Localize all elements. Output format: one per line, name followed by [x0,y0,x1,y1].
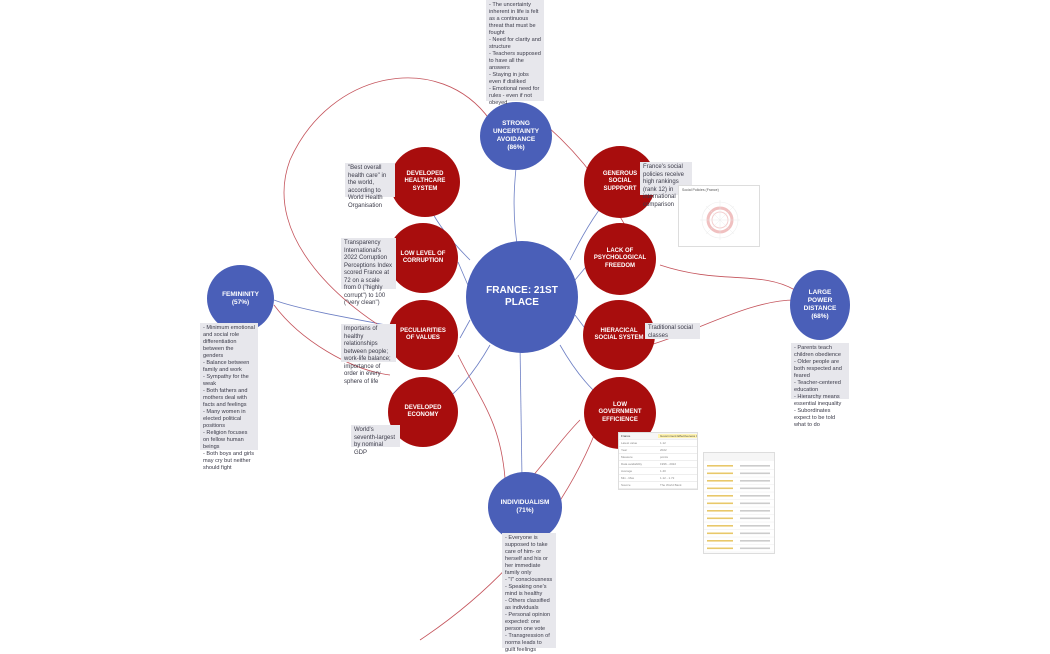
power-distance-node[interactable]: LARGE POWER DISTANCE (68%) [790,270,850,340]
indicator-row-label [707,487,733,490]
indicator-row-value [740,525,770,527]
table-cell: Measure [621,455,633,459]
healthcare-note: "Best overall health care" in the world,… [345,163,395,209]
indicator-row-value [740,487,770,490]
healthcare-label: DEVELOPED HEALTHCARE SYSTEM [404,171,446,192]
table-cell: Source [621,483,631,487]
corruption-node[interactable]: LOW LEVEL OF CORRUPTION [388,223,458,293]
economy-note: World's seventh-largest by nominal GDP [351,425,400,456]
table-cell: 2022 [660,448,667,452]
table-cell: points [660,455,669,459]
uncertainty-notes: - The uncertainty inherent in life is fe… [486,0,544,106]
table-cell: Min - Max [621,476,635,480]
government-effectiveness-table[interactable]: France Government Effectiveness Index | … [618,432,698,490]
social-system-note: Traditional social classes [645,323,700,339]
indicator-row-label [707,480,733,482]
indicator-row-value [740,472,770,475]
indicator-row-value [740,510,770,512]
individualism-notes: - Everyone is supposed to take care of h… [502,533,556,653]
indicator-row-label [707,540,733,542]
values-label: PECULIARITIES OF VALUES [400,327,446,341]
table-header-country: France [621,434,631,438]
indicator-row-value [740,547,770,550]
psychological-freedom-node[interactable]: LACK OF PSYCHOLOGICAL FREEDOM [584,223,656,295]
table-header-index: Government Effectiveness Index | 2.5 wea… [658,434,697,438]
social-system-label: HIERACICAL SOCIAL SYSTEM [594,327,644,341]
social-system-node[interactable]: HIERACICAL SOCIAL SYSTEM [583,300,655,370]
radar-title: Social Policies (France) [682,188,719,192]
indicator-row-label [707,525,733,527]
center-label: FRANCE: 21ST PLACE [486,285,558,308]
psychological-freedom-label: LACK OF PSYCHOLOGICAL FREEDOM [593,248,647,269]
indicator-row-value [740,502,770,505]
uncertainty-avoidance-node[interactable]: STRONG UNCERTAINTY AVOIDANCE (86%) [480,102,552,170]
healthcare-node[interactable]: DEVELOPED HEALTHCARE SYSTEM [390,147,460,217]
indicator-row-value [740,540,770,542]
power-distance-label: LARGE POWER DISTANCE (68%) [803,289,837,320]
table-cell: 1996 - 2022 [660,462,677,466]
social-support-label: GENEROUS SOCIAL SUPPPORT [602,171,638,192]
indicator-row-label [707,465,733,467]
indicator-row-label [707,502,733,505]
indicator-row-label [707,547,733,550]
values-note: Importans of healthy relationships betwe… [341,324,396,385]
indicator-row-value [740,532,770,535]
table-cell: 1.12 - 1.72 [660,476,675,480]
indicator-row-value [740,480,770,482]
indicators-table-thumbnail[interactable] [703,452,775,554]
indicators-table-graphic [704,453,774,553]
indicator-row-label [707,532,733,535]
femininity-notes: - Minimum emotional and social role diff… [200,323,258,471]
values-node[interactable]: PECULIARITIES OF VALUES [388,300,458,370]
table-cell: Average [621,469,633,473]
indicator-row-value [740,465,770,467]
government-efficiency-label: LOW GOVERNMENT EFFICIENCE [598,402,642,423]
table-cell: Year [621,448,628,452]
indicator-row-value [740,495,770,497]
table-cell: The World Bank [660,483,682,487]
table-cell: Latest value [621,441,638,445]
radar-graphic [700,200,740,240]
economy-label: DEVELOPED ECONOMY [404,404,442,418]
individualism-label: INDIVIDUALISM (71%) [500,499,550,514]
femininity-node[interactable]: FEMININITY (57%) [207,265,274,332]
indicator-row-label [707,472,733,475]
table-cell: Data availability [621,462,643,466]
femininity-label: FEMININITY (57%) [222,290,259,306]
corruption-note: Transparency International's 2022 Corrup… [341,238,396,306]
individualism-node[interactable]: INDIVIDUALISM (71%) [488,472,562,542]
center-node[interactable]: FRANCE: 21ST PLACE [466,241,578,353]
indicator-row-label [707,517,733,520]
social-policies-radar-thumbnail[interactable]: Social Policies (France) [678,185,760,247]
uncertainty-avoidance-label: STRONG UNCERTAINTY AVOIDANCE (86%) [492,120,540,151]
table-cell: 1.40 [660,469,666,473]
indicator-row-label [707,495,733,497]
table-cell: 1.12 [660,441,666,445]
indicator-row-value [740,517,770,520]
corruption-label: LOW LEVEL OF CORRUPTION [400,250,446,264]
indicator-row-label [707,510,733,512]
power-distance-notes: - Parents teach children obedience - Old… [791,343,849,428]
